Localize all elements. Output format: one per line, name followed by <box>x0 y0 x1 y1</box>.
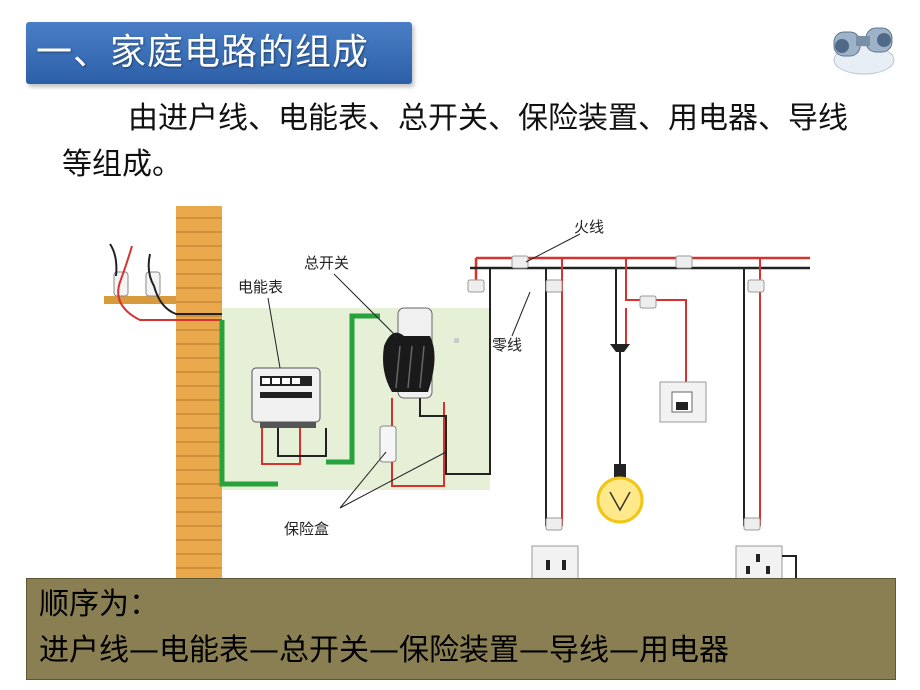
socket-icon <box>735 545 797 582</box>
meter-label: 电能表 <box>238 278 283 296</box>
title-banner: 一、家庭电路的组成 <box>26 22 412 84</box>
household-circuit-diagram: 电能表 总开关 火线 零线 保险盒 <box>104 206 810 582</box>
fuse-box-label: 保险盒 <box>284 520 329 538</box>
ground-wire <box>219 313 380 487</box>
service-drop-neutral <box>147 253 222 315</box>
binoculars-icon <box>833 27 895 75</box>
fuse-box <box>379 425 397 463</box>
order-heading: 顺序为： <box>39 587 159 622</box>
brick-wall <box>176 206 222 582</box>
electric-meter <box>251 367 321 428</box>
neutral-wire-label: 零线 <box>492 336 522 354</box>
socket-icon <box>531 545 579 582</box>
switch-icon <box>659 381 707 423</box>
main-switch-label: 总开关 <box>304 254 349 272</box>
live-wire-label: 火线 <box>574 218 604 236</box>
insulator-shelf <box>104 296 176 304</box>
intro-text: 由进户线、电能表、总开关、保险装置、用电器、导线等组成。 <box>62 101 848 182</box>
page-title: 一、家庭电路的组成 <box>36 32 370 73</box>
bulb-icon <box>596 344 644 524</box>
order-box: 顺序为： 进户线—电能表—总开关—保险装置—导线—用电器 <box>26 578 896 680</box>
service-drop-live <box>117 245 222 321</box>
main-switch <box>383 307 435 399</box>
order-sequence: 进户线—电能表—总开关—保险装置—导线—用电器 <box>39 633 729 668</box>
live-wire <box>474 256 810 282</box>
